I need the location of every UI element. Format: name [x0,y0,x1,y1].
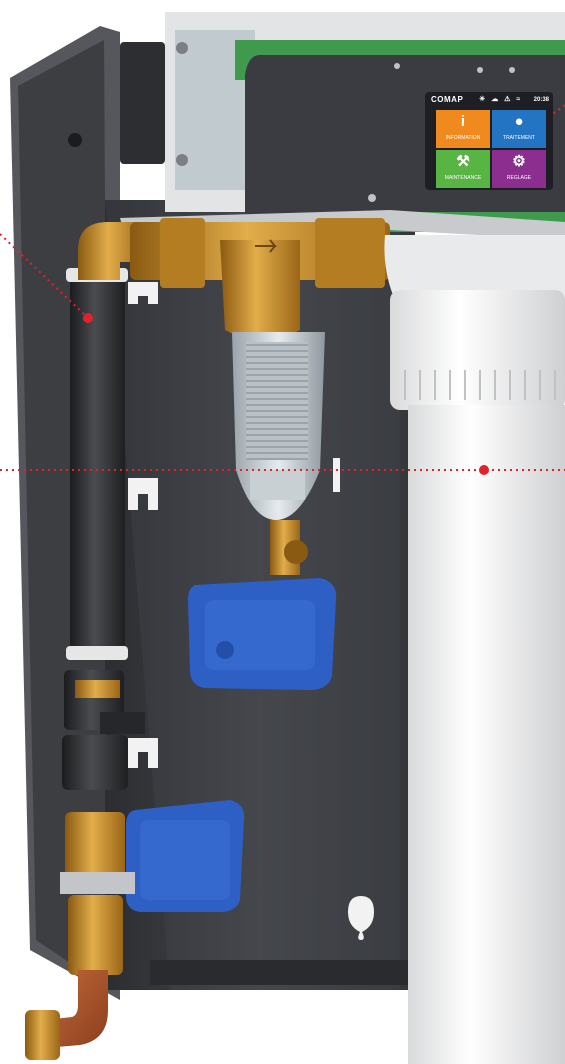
tile-information[interactable]: i INFORMATION [436,110,490,148]
tile-label: INFORMATION [445,135,481,141]
tile-label: TRAITEMENT [503,135,535,141]
brand-logo: COMAP [431,95,464,104]
callout-dot-pipe [83,313,93,323]
tile-maintenance[interactable]: ⚒ MAINTENANCE [436,150,490,188]
control-touchscreen: COMAP ☀ ☁ ⚠ ≈ 20:38 i INFORMATION ● TRAI… [425,92,553,190]
wall-bracket [120,42,165,164]
gear-icon: ⚙ [512,153,526,170]
filter-mesh [246,342,308,460]
info-icon: i [460,113,466,130]
callout-dot-cartridge [479,465,489,475]
cartridge-filter-head [384,235,565,300]
bypass-pipe [70,270,125,660]
status-bar: COMAP ☀ ☁ ⚠ ≈ 20:38 [425,92,553,108]
water-drop-icon: ● [514,113,524,130]
status-icons: ☀ ☁ ⚠ ≈ [479,96,523,103]
tile-label: REGLAGE [506,175,532,181]
keyhole-slot [348,896,374,940]
tools-icon: ⚒ [456,153,470,170]
brass-union [75,680,120,698]
tile-label: MAINTENANCE [444,175,482,181]
tile-traitement[interactable]: ● TRAITEMENT [492,110,546,148]
copper-pipe [45,970,108,1048]
tile-reglage[interactable]: ⚙ REGLAGE [492,150,546,188]
cartridge-filter-body [408,405,565,1064]
brass-elbow [78,222,145,280]
clock: 20:38 [533,97,549,103]
